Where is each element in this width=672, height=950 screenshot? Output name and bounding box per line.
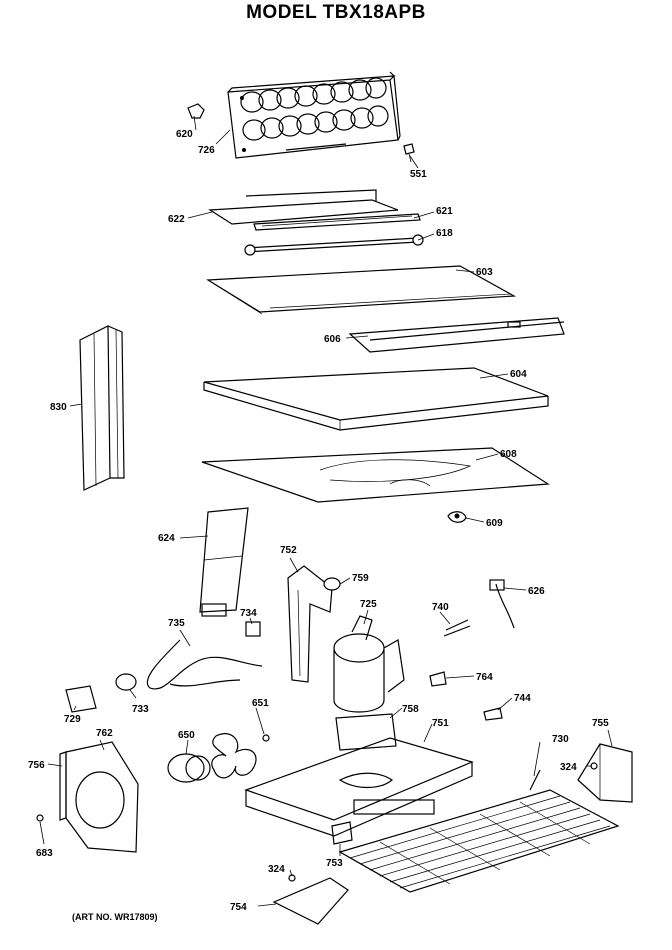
label-603: 603 xyxy=(476,267,493,278)
label-756: 756 xyxy=(28,760,45,771)
part-754 xyxy=(272,877,349,925)
label-830: 830 xyxy=(50,402,67,413)
label-621: 621 xyxy=(436,206,453,217)
part-744 xyxy=(483,707,503,721)
part-650-fan-motor xyxy=(167,733,257,783)
label-622: 622 xyxy=(168,214,185,225)
part-762 xyxy=(65,741,139,853)
part-725-compressor xyxy=(333,615,405,713)
part-551 xyxy=(403,143,415,163)
label-650: 650 xyxy=(178,730,195,741)
label-683: 683 xyxy=(36,848,53,859)
part-626 xyxy=(489,579,515,629)
part-624 xyxy=(199,507,249,617)
part-758 xyxy=(335,713,397,751)
label-725: 725 xyxy=(360,599,377,610)
part-729 xyxy=(65,685,97,713)
art-number: (ART NO. WR17809) xyxy=(72,912,158,922)
label-551: 551 xyxy=(410,169,427,180)
part-759 xyxy=(323,577,341,591)
label-730: 730 xyxy=(552,734,569,745)
label-606: 606 xyxy=(324,334,341,345)
part-608 xyxy=(201,447,550,503)
part-622 xyxy=(208,189,399,225)
part-730-condenser xyxy=(338,769,620,893)
label-740: 740 xyxy=(432,602,449,613)
part-618 xyxy=(244,234,424,256)
part-683 xyxy=(36,814,44,822)
leader-lines xyxy=(39,115,613,907)
part-620 xyxy=(187,103,205,119)
part-740 xyxy=(443,619,471,637)
part-733 xyxy=(115,673,137,691)
label-620: 620 xyxy=(176,129,193,140)
label-751: 751 xyxy=(432,718,449,729)
label-729: 729 xyxy=(64,714,81,725)
part-752 xyxy=(287,565,333,683)
label-626: 626 xyxy=(528,586,545,597)
label-755: 755 xyxy=(592,718,609,729)
label-608: 608 xyxy=(500,449,517,460)
part-651 xyxy=(262,734,270,742)
part-609 xyxy=(447,511,467,523)
label-759: 759 xyxy=(352,573,369,584)
part-755 xyxy=(577,743,633,803)
part-603 xyxy=(206,265,517,315)
label-752: 752 xyxy=(280,545,297,556)
label-764: 764 xyxy=(476,672,493,683)
part-735 xyxy=(146,639,263,690)
part-753 xyxy=(331,821,353,845)
label-734: 734 xyxy=(240,608,257,619)
label-754: 754 xyxy=(230,902,247,913)
label-651: 651 xyxy=(252,698,269,709)
label-726: 726 xyxy=(198,145,215,156)
part-726-evaporator xyxy=(227,71,401,159)
label-735: 735 xyxy=(168,618,185,629)
label-733: 733 xyxy=(132,704,149,715)
label-624: 624 xyxy=(158,533,175,544)
part-751-base xyxy=(244,737,474,837)
label-753: 753 xyxy=(326,858,343,869)
diagram-title: MODEL TBX18APB xyxy=(246,2,426,23)
label-762: 762 xyxy=(96,728,113,739)
part-734 xyxy=(245,621,261,637)
label-744: 744 xyxy=(514,693,531,704)
label-618: 618 xyxy=(436,228,453,239)
part-606 xyxy=(348,317,565,353)
label-324a: 324 xyxy=(560,762,577,773)
label-758: 758 xyxy=(402,704,419,715)
label-604: 604 xyxy=(510,369,527,380)
label-609: 609 xyxy=(486,518,503,529)
label-324b: 324 xyxy=(268,864,285,875)
part-764 xyxy=(429,671,447,687)
part-756 xyxy=(59,751,67,821)
part-830 xyxy=(79,325,125,491)
part-604 xyxy=(203,367,549,431)
part-621 xyxy=(253,213,421,231)
part-labels: 620 726 551 622 621 618 603 606 830 604 … xyxy=(28,129,609,913)
